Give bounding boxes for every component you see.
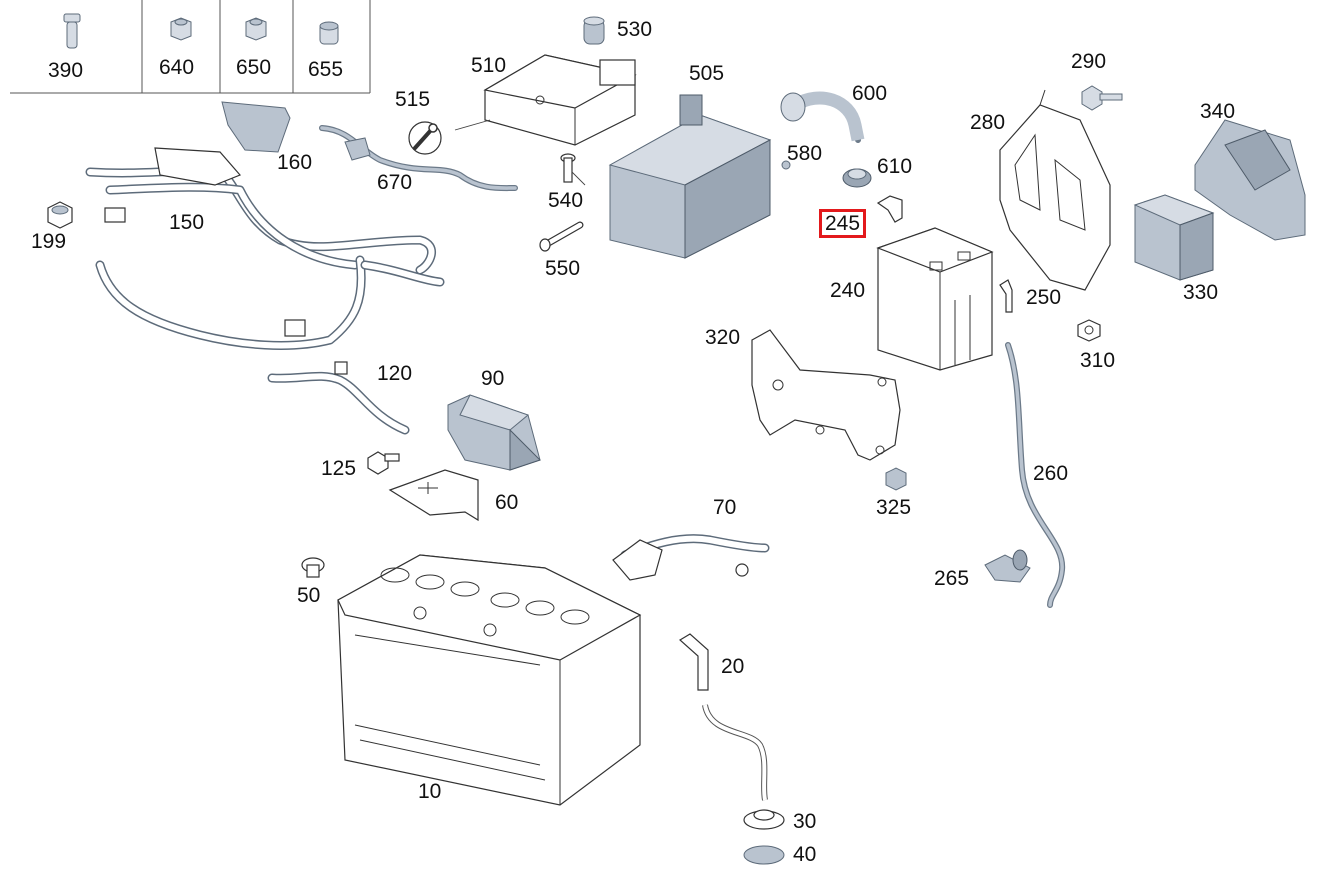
legend-label-650[interactable]: 650 xyxy=(236,56,272,79)
part-505-inverter-box xyxy=(608,94,772,259)
callout-670[interactable]: 670 xyxy=(377,171,413,194)
callout-50[interactable]: 50 xyxy=(297,584,321,607)
part-30-grommet xyxy=(743,809,785,830)
callout-310[interactable]: 310 xyxy=(1080,349,1116,372)
hex-nut-icon xyxy=(245,17,267,41)
part-550-bolt xyxy=(539,221,584,252)
callout-160[interactable]: 160 xyxy=(277,151,313,174)
leader-lines xyxy=(454,119,586,186)
legend-label-390[interactable]: 390 xyxy=(48,59,84,82)
part-265-clip xyxy=(984,549,1031,583)
callout-600[interactable]: 600 xyxy=(852,82,888,105)
part-240-auxiliary-battery xyxy=(876,227,994,371)
callout-510[interactable]: 510 xyxy=(471,54,507,77)
callout-580[interactable]: 580 xyxy=(787,142,823,165)
callout-250[interactable]: 250 xyxy=(1026,286,1062,309)
callout-199[interactable]: 199 xyxy=(31,230,67,253)
sleeve-bolt-icon xyxy=(63,13,81,49)
callout-150[interactable]: 150 xyxy=(169,211,205,234)
part-610-grommet xyxy=(842,168,872,188)
legend-table-lines xyxy=(10,0,371,94)
part-320-mounting-bracket xyxy=(751,329,901,461)
part-580-screw xyxy=(781,160,791,170)
part-70-battery-cable xyxy=(612,534,770,581)
part-50-plug xyxy=(301,557,325,578)
callout-90[interactable]: 90 xyxy=(481,367,505,390)
part-325-nut xyxy=(885,467,907,491)
part-150-wiring-harness xyxy=(85,147,445,350)
callout-505[interactable]: 505 xyxy=(689,62,725,85)
callout-120[interactable]: 120 xyxy=(377,362,413,385)
part-battery-vent-hose xyxy=(702,704,768,801)
part-250-vent-elbow xyxy=(999,279,1013,313)
callout-20[interactable]: 20 xyxy=(721,655,745,678)
callout-515[interactable]: 515 xyxy=(395,88,431,111)
part-600-hose-elbow xyxy=(780,91,865,143)
part-160-cover xyxy=(221,101,291,153)
callout-340[interactable]: 340 xyxy=(1200,100,1236,123)
part-20-vent-elbow xyxy=(678,633,709,691)
callout-10[interactable]: 10 xyxy=(418,780,442,803)
part-10-main-battery xyxy=(337,554,642,806)
callout-30[interactable]: 30 xyxy=(793,810,817,833)
callout-330[interactable]: 330 xyxy=(1183,281,1219,304)
part-260-vent-hose xyxy=(1005,342,1066,608)
part-330-fuse-box xyxy=(1133,194,1215,281)
callout-290[interactable]: 290 xyxy=(1071,50,1107,73)
part-245-bracket xyxy=(876,195,903,223)
part-280-bracket-frame xyxy=(999,89,1111,291)
part-340-holder xyxy=(1194,119,1306,241)
callout-240[interactable]: 240 xyxy=(830,279,866,302)
part-199-grommet xyxy=(47,201,73,229)
part-510-control-unit xyxy=(483,54,637,146)
callout-280[interactable]: 280 xyxy=(970,111,1006,134)
callout-550[interactable]: 550 xyxy=(545,257,581,280)
sleeve-nut-icon xyxy=(319,21,339,45)
part-40-plug xyxy=(743,845,785,865)
part-530-cap xyxy=(583,16,605,45)
part-540-bolt xyxy=(560,153,576,183)
callout-125[interactable]: 125 xyxy=(321,457,357,480)
callout-260[interactable]: 260 xyxy=(1033,462,1069,485)
part-515-wrench-tool xyxy=(408,121,442,155)
part-290-bolt xyxy=(1081,85,1123,111)
callout-60[interactable]: 60 xyxy=(495,491,519,514)
part-90-fuse-holder xyxy=(447,394,541,471)
callout-265[interactable]: 265 xyxy=(934,567,970,590)
callout-325[interactable]: 325 xyxy=(876,496,912,519)
callout-245-highlighted[interactable]: 245 xyxy=(819,209,867,238)
callout-40[interactable]: 40 xyxy=(793,843,817,866)
legend-label-655[interactable]: 655 xyxy=(308,58,344,81)
callout-540[interactable]: 540 xyxy=(548,189,584,212)
part-310-nut xyxy=(1077,319,1101,342)
callout-530[interactable]: 530 xyxy=(617,18,653,41)
part-120-ground-cable xyxy=(267,361,410,435)
callout-610[interactable]: 610 xyxy=(877,155,913,178)
callout-320[interactable]: 320 xyxy=(705,326,741,349)
part-125-bolt xyxy=(367,451,400,475)
legend-label-640[interactable]: 640 xyxy=(159,56,195,79)
part-670-cable xyxy=(319,125,518,192)
hex-nut-icon xyxy=(170,17,192,41)
part-60-cover-plate xyxy=(388,469,479,522)
callout-70[interactable]: 70 xyxy=(713,496,737,519)
